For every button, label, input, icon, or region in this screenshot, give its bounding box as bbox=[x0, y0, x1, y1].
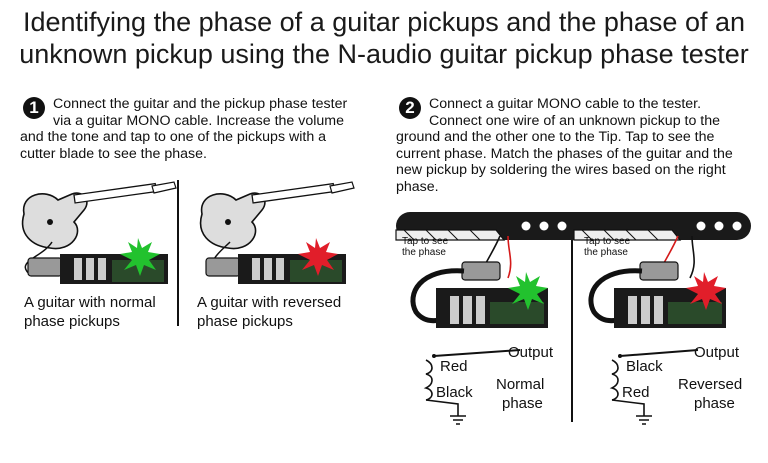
normal-bottom-wire-label: Black bbox=[436, 384, 473, 401]
cutter-blade-right bbox=[573, 229, 682, 241]
tester-setup-normal bbox=[410, 235, 548, 328]
tap-label-left-2: the phase bbox=[402, 247, 446, 258]
guitar-headstock bbox=[329, 181, 355, 194]
red-wire bbox=[507, 235, 512, 279]
step-2-divider bbox=[571, 240, 573, 422]
guitar-normal-caption-2: phase pickups bbox=[24, 313, 120, 330]
title-line-1: Identifying the phase of a guitar pickup… bbox=[22, 7, 745, 37]
guitar-neck bbox=[73, 182, 158, 204]
led-burst-reversed bbox=[686, 272, 726, 310]
led-burst-reversed bbox=[298, 238, 338, 276]
tester-setup-reversed bbox=[588, 235, 726, 328]
mono-cable bbox=[410, 268, 465, 324]
guitar-body bbox=[21, 192, 88, 250]
jack-plug bbox=[461, 261, 501, 281]
mono-cable bbox=[588, 268, 643, 324]
reversed-phase-label-1: Reversed bbox=[678, 376, 743, 393]
reversed-bottom-wire-label: Red bbox=[622, 384, 650, 401]
led-burst-normal bbox=[120, 238, 160, 276]
phase-tester-normal bbox=[27, 238, 168, 284]
jack-plug bbox=[639, 261, 679, 281]
normal-phase-label-2: phase bbox=[502, 395, 543, 412]
step-1-divider bbox=[177, 180, 179, 326]
schematic-normal bbox=[423, 349, 521, 425]
normal-top-wire-label: Red bbox=[440, 358, 468, 375]
pickup-bar bbox=[395, 212, 751, 241]
tap-label-left-1: Tap to see bbox=[402, 236, 449, 247]
guitar-neck bbox=[251, 182, 336, 204]
reversed-top-wire-label: Black bbox=[626, 358, 663, 375]
phase-tester-reversed bbox=[205, 238, 346, 284]
schematic-reversed bbox=[609, 349, 699, 425]
guitar-body bbox=[199, 192, 266, 250]
cutter-blade-left bbox=[395, 229, 506, 241]
title-line-2: unknown pickup using the N-audio guitar … bbox=[19, 39, 749, 69]
step-2-number: 2 bbox=[399, 97, 421, 119]
black-wire bbox=[689, 235, 695, 279]
normal-phase-label-1: Normal bbox=[496, 376, 545, 393]
guitar-reversed-illustration bbox=[199, 181, 355, 273]
led-burst-normal bbox=[508, 272, 548, 310]
jack-plug bbox=[27, 257, 63, 277]
tap-label-right-2: the phase bbox=[584, 247, 628, 258]
guitar-normal-caption-1: A guitar with normal bbox=[24, 294, 156, 311]
guitar-headstock bbox=[151, 181, 177, 194]
guitar-reversed-caption-1: A guitar with reversed bbox=[197, 294, 342, 311]
output-label-normal: Output bbox=[508, 344, 554, 361]
reversed-phase-label-2: phase bbox=[694, 395, 735, 412]
tap-label-right-1: Tap to see bbox=[584, 236, 631, 247]
step-1-number: 1 bbox=[23, 97, 45, 119]
guitar-normal-illustration bbox=[21, 181, 177, 277]
output-label-reversed: Output bbox=[694, 344, 740, 361]
guitar-reversed-caption-2: phase pickups bbox=[197, 313, 293, 330]
jack-plug bbox=[205, 257, 241, 277]
